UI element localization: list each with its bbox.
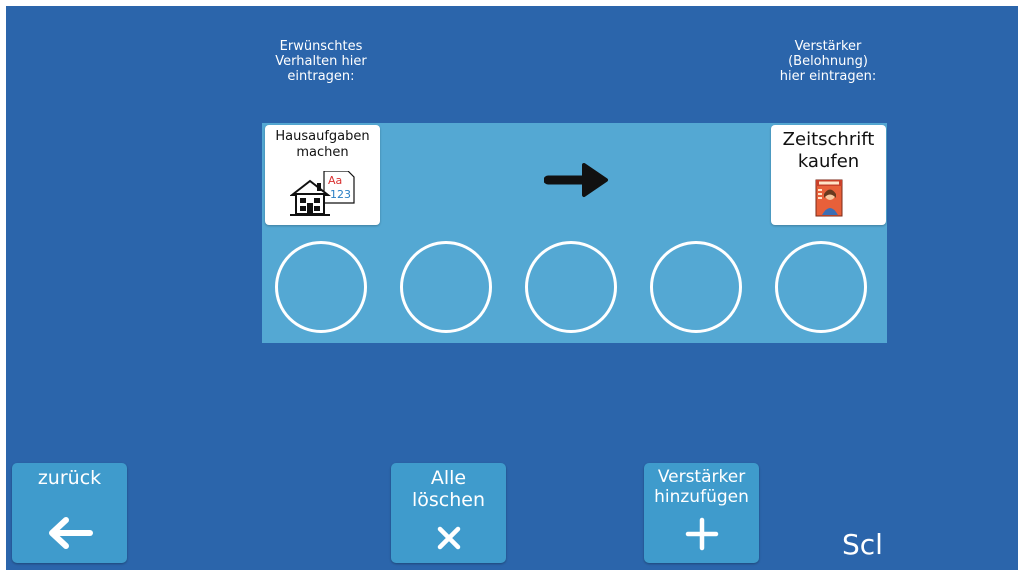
token-board-screen: Erwünschtes Verhalten hier eintragen: Ve… xyxy=(6,6,1018,570)
clear-all-button[interactable]: Alle löschen xyxy=(391,463,506,563)
plus-icon xyxy=(644,517,759,555)
add-reinforcer-button[interactable]: Verstärker hinzufügen xyxy=(644,463,759,563)
behavior-card[interactable]: Hausaufgaben machen Aa 123 xyxy=(265,125,380,225)
magazine-icon xyxy=(771,179,886,221)
token-slot[interactable] xyxy=(775,241,867,333)
reward-card-label: Zeitschrift kaufen xyxy=(782,129,875,172)
arrow-left-icon xyxy=(12,515,127,555)
reward-card[interactable]: Zeitschrift kaufen xyxy=(771,125,886,225)
reward-heading: Verstärker (Belohnung) hier eintragen: xyxy=(779,39,877,84)
token-board: Hausaufgaben machen Aa 123 xyxy=(262,123,887,343)
arrow-right-icon xyxy=(543,159,610,205)
corner-label: Scl xyxy=(842,528,883,561)
back-button-label: zurück xyxy=(37,467,102,489)
token-slot[interactable] xyxy=(525,241,617,333)
behavior-card-label: Hausaufgaben machen xyxy=(275,129,370,160)
x-icon xyxy=(391,525,506,555)
svg-text:123: 123 xyxy=(330,188,351,201)
add-reinforcer-button-label: Verstärker hinzufügen xyxy=(654,467,749,507)
svg-text:Aa: Aa xyxy=(328,174,342,187)
token-slot[interactable] xyxy=(400,241,492,333)
token-slot[interactable] xyxy=(650,241,742,333)
house-homework-icon: Aa 123 xyxy=(265,170,380,221)
clear-all-button-label: Alle löschen xyxy=(411,467,486,511)
token-slot[interactable] xyxy=(275,241,367,333)
behavior-heading: Erwünschtes Verhalten hier eintragen: xyxy=(275,39,367,84)
back-button[interactable]: zurück xyxy=(12,463,127,563)
